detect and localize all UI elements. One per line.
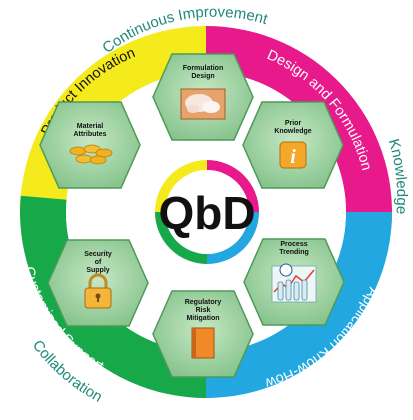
center-badge: QbD	[155, 160, 259, 264]
hex-label-line: Material	[77, 123, 104, 130]
hex-label-line: Attributes	[73, 131, 106, 138]
padlock-icon	[84, 273, 112, 309]
document-icon	[191, 327, 215, 359]
hex-label-line: Trending	[279, 249, 309, 256]
center-title: QbD	[158, 187, 255, 239]
hex-label-line: Mitigation	[186, 315, 219, 322]
info-icon: i	[279, 141, 307, 169]
hex-label-line: of	[95, 259, 102, 266]
process-trending-icon	[271, 263, 317, 303]
hex-label-line: Process	[280, 241, 307, 248]
tablets-icon	[69, 144, 113, 165]
hex-formulation-design: Formulation Design	[152, 53, 254, 141]
hex-label-line: Knowledge	[274, 128, 311, 135]
center-color-ring	[155, 160, 259, 264]
hex-label-line: Security	[84, 251, 112, 258]
hex-material-attributes: Material Attributes	[39, 101, 141, 189]
hex-security-of-supply: Security of Supply	[47, 239, 149, 327]
center-ring-segment	[155, 160, 207, 212]
svg-text:i: i	[290, 146, 296, 168]
hex-label-line: Regulatory	[185, 299, 222, 306]
center-ring-segment	[207, 212, 259, 264]
hex-label-line: Risk	[196, 307, 211, 314]
ring-segment-design-formulation	[206, 26, 392, 229]
hex-label-line: Prior	[285, 120, 302, 127]
hex-label-line: Supply	[86, 267, 109, 274]
formulation-powder-icon	[180, 88, 226, 120]
hex-label-line: Formulation	[183, 65, 223, 72]
hex-process-trending: Process Trending	[243, 238, 345, 326]
hex-prior-knowledge: Prior Knowledge i	[242, 101, 344, 189]
hex-label-line: Design	[191, 73, 214, 80]
center-ring-segment	[207, 160, 259, 212]
center-ring-segment	[155, 212, 207, 264]
hex-regulatory-risk-mitigation: Regulatory Risk Mitigation	[152, 290, 254, 378]
